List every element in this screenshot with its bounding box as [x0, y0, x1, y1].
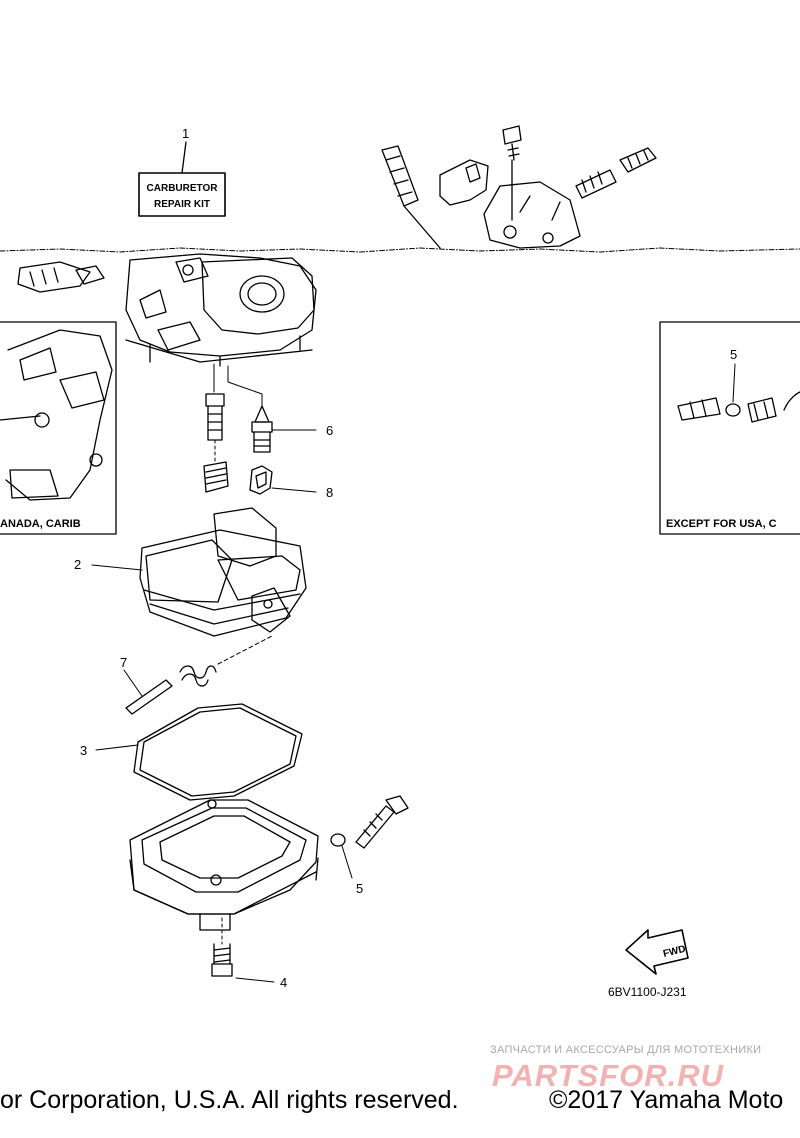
main-jet [203, 393, 229, 493]
footer-copyright-right: ©2017 Yamaha Moto [549, 1086, 784, 1114]
torn-page-edge [0, 247, 800, 253]
callout-3: 3 [80, 743, 87, 758]
watermark-subtitle: ЗАПЧАСТИ И АКСЕССУАРЫ ДЛЯ МОТОТЕХНИКИ [490, 1044, 762, 1056]
fwd-label: FWD [662, 944, 687, 960]
callout-5: 5 [356, 881, 363, 896]
leader-1 [181, 141, 187, 174]
reference-code: 6BV1100-J231 [608, 985, 687, 999]
carburetor-repair-kit-box [138, 172, 226, 217]
callout-4: 4 [280, 975, 287, 990]
kit-box-line-2: REPAIR KIT [154, 199, 210, 210]
float-bowl [129, 799, 319, 931]
float-pin [123, 669, 173, 715]
float [91, 507, 307, 637]
callout-6: 6 [326, 423, 333, 438]
callout-8: 8 [326, 485, 333, 500]
float-bowl-gasket [95, 703, 303, 801]
guide-lines-jets [213, 363, 263, 409]
callout-5-inset: 5 [730, 347, 737, 362]
callout-1: 1 [182, 126, 189, 141]
needle-valve [251, 405, 317, 453]
left-inset-panel [0, 321, 117, 535]
carburetor-body [17, 253, 317, 367]
right-panel-caption: EXCEPT FOR USA, C [666, 518, 777, 530]
drain-screw [211, 917, 275, 983]
footer-copyright-left: or Corporation, U.S.A. All rights reserv… [0, 1086, 459, 1114]
left-panel-caption: ANADA, CARIB [0, 518, 81, 530]
needle-clip [249, 465, 317, 495]
upper-carburetor-fragment [381, 125, 657, 249]
callout-7: 7 [120, 655, 127, 670]
float-pin-spring [179, 635, 273, 687]
kit-box-line-1: CARBURETOR [147, 183, 219, 194]
watermark-logo: PARTSFOR.RU [492, 1058, 725, 1093]
pilot-screw [330, 795, 409, 879]
fwd-arrow-icon [625, 929, 689, 975]
callout-2: 2 [74, 557, 81, 572]
